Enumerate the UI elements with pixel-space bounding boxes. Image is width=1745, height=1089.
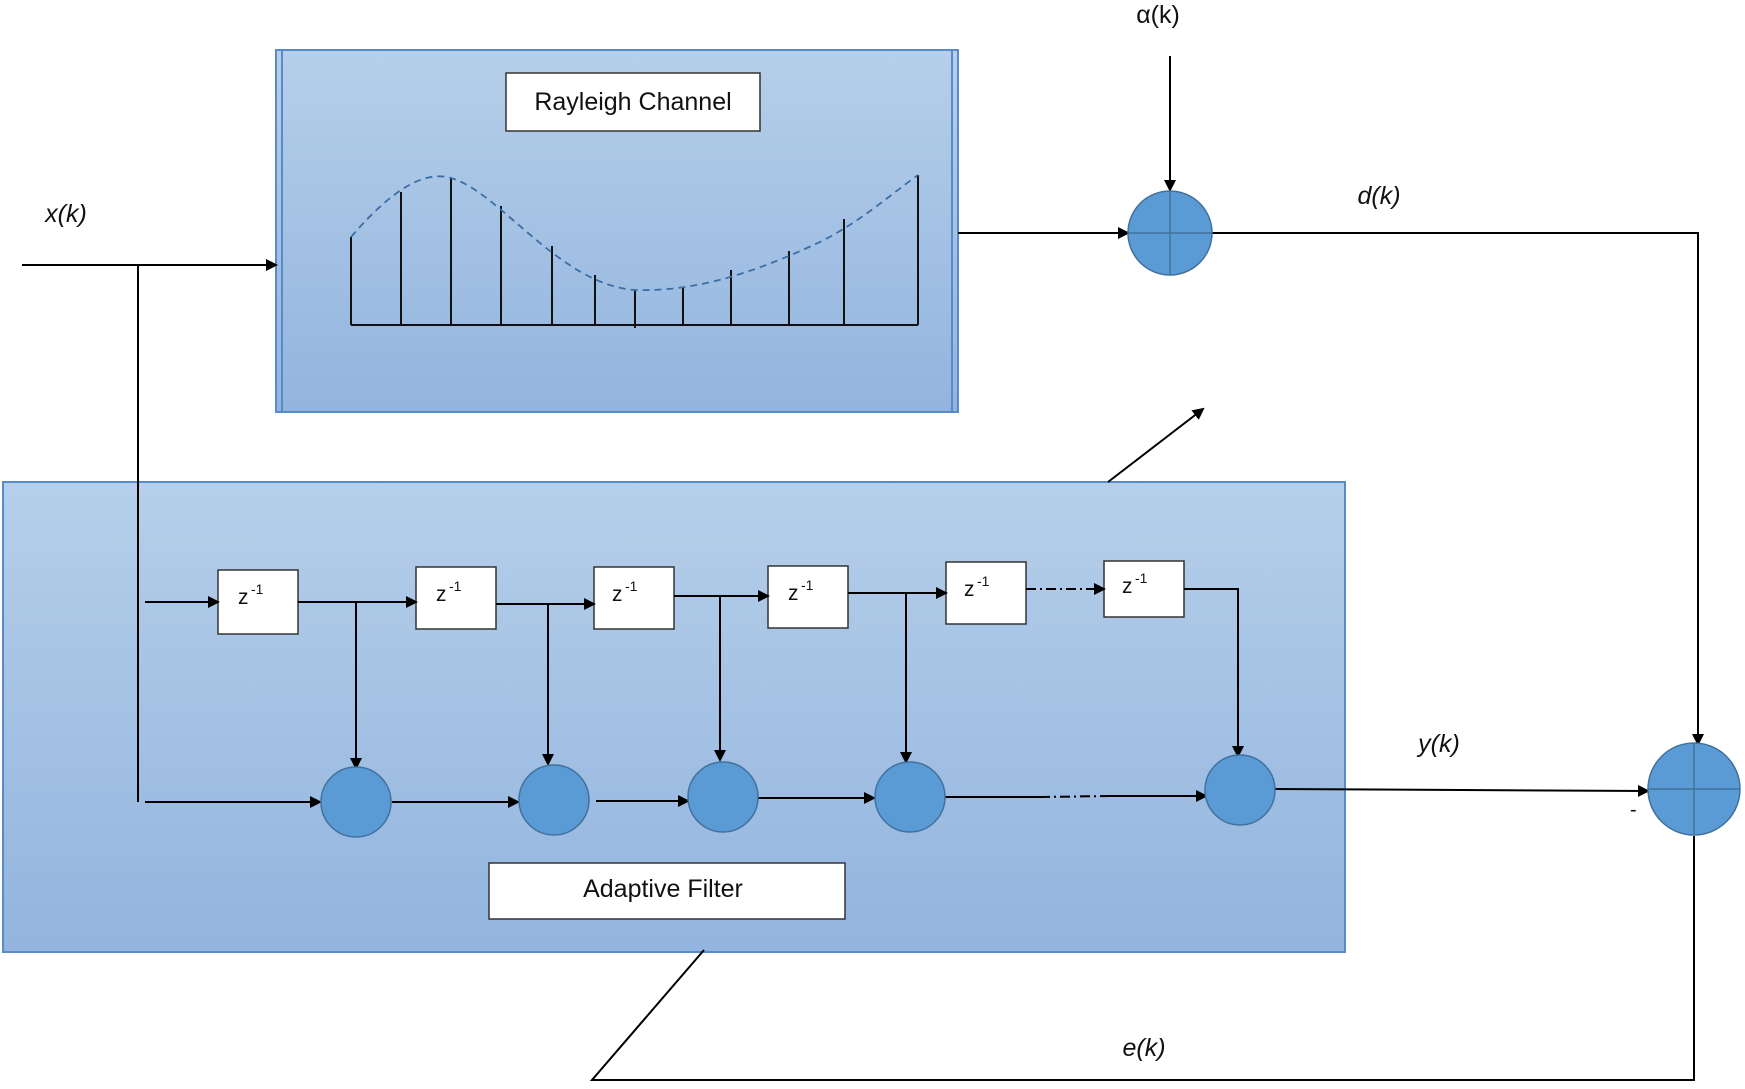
error-subtractor: [1647, 742, 1741, 836]
svg-text:-1: -1: [1135, 570, 1148, 586]
noise-signal-label: α(k): [1136, 1, 1180, 29]
filter-node-1: [320, 766, 392, 838]
svg-text:-1: -1: [625, 578, 638, 594]
noise-adder: [1127, 190, 1213, 276]
delay-block-3: z -1: [593, 566, 675, 630]
delay-block-4: z -1: [767, 565, 849, 629]
filter-node-4: [874, 761, 946, 833]
svg-text:z: z: [238, 586, 249, 609]
filter-node-3: [687, 761, 759, 833]
rayleigh-channel-block: Rayleigh Channel: [275, 49, 959, 413]
delay-block-6: z -1: [1103, 560, 1185, 618]
svg-text:z: z: [788, 582, 799, 605]
delay-block-2: z -1: [415, 566, 497, 630]
rayleigh-fading-profile: [350, 175, 919, 328]
delay-block-5: z -1: [945, 561, 1027, 625]
signal-wires: [22, 56, 1704, 1081]
desired-signal-label: d(k): [1357, 182, 1400, 210]
filter-node-5: [1204, 754, 1276, 826]
adaptive-filter-title-box: [488, 862, 846, 920]
svg-text:z: z: [1122, 575, 1133, 598]
svg-text:-1: -1: [977, 573, 990, 589]
svg-text:z: z: [964, 578, 975, 601]
rayleigh-envelope-curve: [350, 174, 919, 291]
filter-nodes: [320, 754, 1276, 838]
rayleigh-channel-label: Rayleigh Channel: [534, 88, 731, 116]
svg-text:z: z: [612, 583, 623, 606]
adaptive-filter-label: Adaptive Filter: [583, 875, 743, 903]
delay-block-1: z -1: [217, 569, 299, 635]
svg-text:-1: -1: [251, 581, 264, 597]
adaptive-filter-block: Adaptive Filter: [2, 481, 1346, 953]
svg-text:-1: -1: [449, 578, 462, 594]
svg-text:z: z: [436, 583, 447, 606]
filter-node-2: [518, 764, 590, 836]
minus-sign: -: [1630, 799, 1637, 821]
delay-line: z -1 z -1 z -1 z -1 z -1 z -1: [217, 560, 1185, 635]
input-signal-label: x(k): [44, 200, 87, 228]
rayleigh-channel-title-box: [505, 72, 761, 132]
svg-text:-1: -1: [801, 577, 814, 593]
error-signal-label: e(k): [1122, 1034, 1165, 1062]
output-signal-label: y(k): [1416, 730, 1460, 758]
